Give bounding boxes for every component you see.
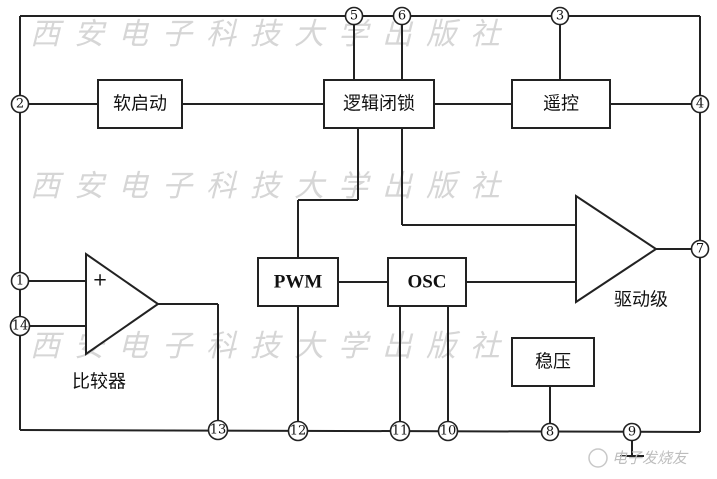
pin-13-number: 13 — [210, 423, 227, 438]
ground-icon — [620, 440, 644, 457]
driver-label: 驱动级 — [614, 290, 668, 311]
pin-12-number: 12 — [290, 424, 307, 439]
pin-2: 2 — [10, 94, 30, 114]
pin-9-number: 9 — [628, 425, 636, 440]
osc-label: OSC — [407, 272, 446, 293]
watermark-row-2: 西安电子科技大学出版社 — [30, 169, 514, 204]
regulator-label: 稳压 — [535, 352, 571, 373]
pin-3-number: 3 — [556, 9, 564, 24]
pin-6-number: 6 — [398, 9, 406, 24]
comparator: + 比较器 — [72, 252, 160, 393]
pin-1: 1 — [10, 271, 30, 291]
pin-10-number: 10 — [440, 424, 457, 439]
logic-latch-block: 逻辑闭锁 — [323, 79, 435, 129]
site-logo: 电子发烧友 — [588, 448, 689, 468]
pwm-block: PWM — [257, 257, 339, 307]
pin-9: 9 — [622, 422, 642, 442]
pin-11: 11 — [389, 420, 411, 442]
watermark-row-1: 西安电子科技大学出版社 — [30, 17, 514, 52]
pin-3: 3 — [550, 6, 570, 26]
logic-latch-label: 逻辑闭锁 — [343, 94, 415, 115]
wires — [20, 16, 700, 432]
pin-5: 5 — [344, 6, 364, 26]
logo-icon — [588, 448, 608, 468]
remote-block: 遥控 — [511, 79, 611, 129]
pin-1-number: 1 — [16, 274, 24, 289]
regulator-block: 稳压 — [511, 337, 595, 387]
pin-7: 7 — [690, 239, 710, 259]
pin-4-number: 4 — [696, 97, 704, 112]
soft-start-label: 软启动 — [113, 94, 167, 115]
soft-start-block: 软启动 — [97, 79, 183, 129]
pwm-label: PWM — [274, 272, 323, 293]
pin-14-number: 14 — [12, 319, 29, 334]
pin-11-number: 11 — [392, 424, 409, 439]
pin-10: 10 — [437, 420, 459, 442]
pin-6: 6 — [392, 6, 412, 26]
driver-stage: 驱动级 — [575, 194, 668, 311]
remote-label: 遥控 — [543, 94, 579, 115]
pin-14: 14 — [9, 315, 31, 337]
pin-4: 4 — [690, 94, 710, 114]
pin-13: 13 — [207, 419, 229, 441]
comparator-plus-sign: + — [92, 270, 107, 291]
logo-text: 电子发烧友 — [612, 449, 689, 467]
pin-12: 12 — [287, 420, 309, 442]
pin-5-number: 5 — [350, 9, 358, 24]
osc-block: OSC — [387, 257, 467, 307]
pin-2-number: 2 — [16, 97, 24, 112]
pin-7-number: 7 — [696, 242, 704, 257]
comparator-label: 比较器 — [72, 372, 126, 393]
pin-8-number: 8 — [546, 425, 554, 440]
pin-8: 8 — [540, 422, 560, 442]
